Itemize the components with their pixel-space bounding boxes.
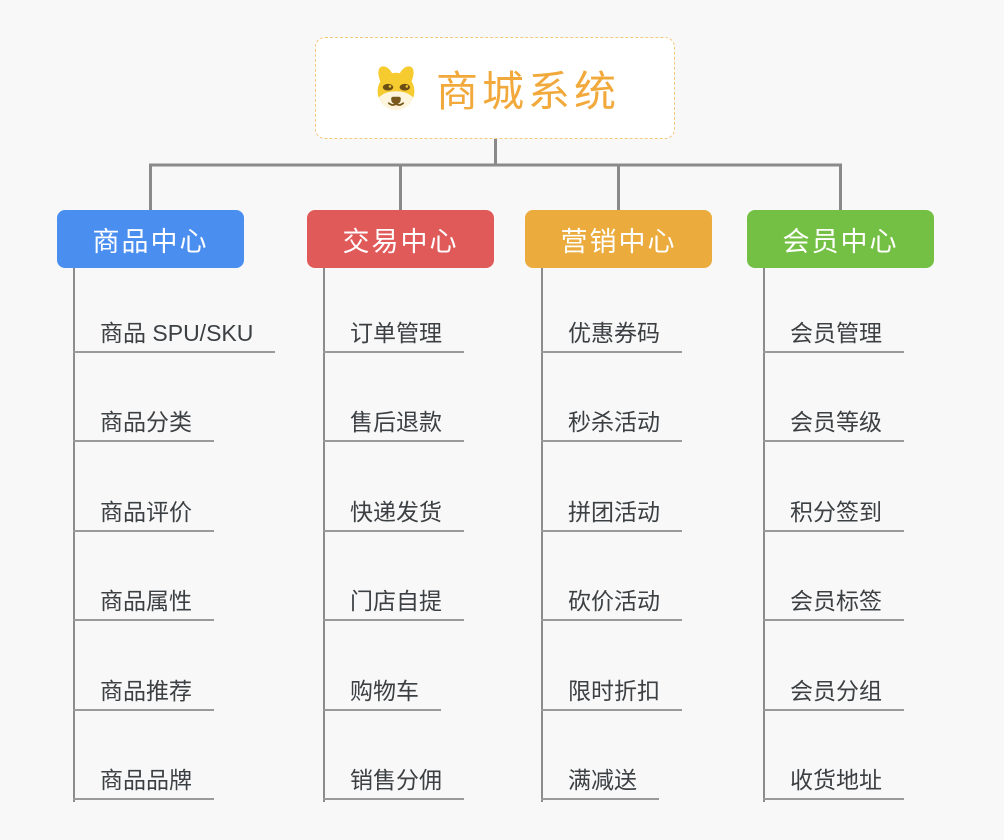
child-node[interactable]: 商品 SPU/SKU xyxy=(73,320,276,353)
branch-column-products: 商品中心 商品 SPU/SKU 商品分类 商品评价 商品属性 商品推荐 商品品牌 xyxy=(57,210,307,810)
branch-node-trade[interactable]: 交易中心 xyxy=(307,210,494,268)
child-node[interactable]: 商品属性 xyxy=(73,588,214,621)
child-node[interactable]: 收货地址 xyxy=(763,767,904,800)
branch-children-line xyxy=(73,268,75,802)
root-node[interactable]: 商城系统 xyxy=(315,37,675,139)
branch-column-members: 会员中心 会员管理 会员等级 积分签到 会员标签 会员分组 收货地址 xyxy=(747,210,997,810)
child-node[interactable]: 商品品牌 xyxy=(73,767,214,800)
child-node[interactable]: 优惠券码 xyxy=(541,320,682,353)
child-node[interactable]: 购物车 xyxy=(323,678,441,711)
child-node[interactable]: 拼团活动 xyxy=(541,499,682,532)
child-node[interactable]: 商品推荐 xyxy=(73,678,214,711)
branch-column-marketing: 营销中心 优惠券码 秒杀活动 拼团活动 砍价活动 限时折扣 满减送 xyxy=(525,210,775,810)
child-node[interactable]: 会员等级 xyxy=(763,409,904,442)
branch-column-trade: 交易中心 订单管理 售后退款 快递发货 门店自提 购物车 销售分佣 xyxy=(307,210,557,810)
child-node[interactable]: 商品分类 xyxy=(73,409,214,442)
child-node[interactable]: 商品评价 xyxy=(73,499,214,532)
child-node[interactable]: 快递发货 xyxy=(323,499,464,532)
child-node[interactable]: 砍价活动 xyxy=(541,588,682,621)
child-node[interactable]: 会员管理 xyxy=(763,320,904,353)
branch-children-line xyxy=(763,268,765,802)
child-node[interactable]: 会员标签 xyxy=(763,588,904,621)
child-node[interactable]: 满减送 xyxy=(541,767,659,800)
root-title: 商城系统 xyxy=(435,67,620,115)
branch-children-line xyxy=(541,268,543,802)
child-node[interactable]: 门店自提 xyxy=(323,588,464,621)
child-node[interactable]: 积分签到 xyxy=(763,499,904,532)
child-node[interactable]: 订单管理 xyxy=(323,320,464,353)
child-node[interactable]: 销售分佣 xyxy=(323,767,464,800)
child-node[interactable]: 限时折扣 xyxy=(541,678,682,711)
child-node[interactable]: 秒杀活动 xyxy=(541,409,682,442)
branch-children-line xyxy=(323,268,325,802)
branch-node-members[interactable]: 会员中心 xyxy=(747,210,934,268)
branch-node-products[interactable]: 商品中心 xyxy=(57,210,244,268)
child-node[interactable]: 售后退款 xyxy=(323,409,464,442)
branch-node-marketing[interactable]: 营销中心 xyxy=(525,210,712,268)
dog-face-icon xyxy=(370,64,422,112)
child-node[interactable]: 会员分组 xyxy=(763,678,904,711)
